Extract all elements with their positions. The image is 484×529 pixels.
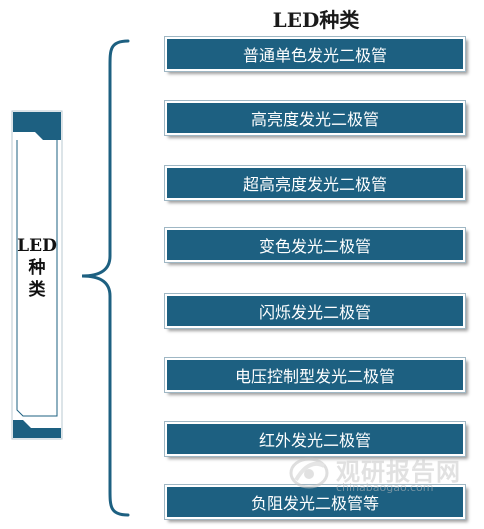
category-label-line-2: 种 xyxy=(28,258,46,278)
card-bottom-accent xyxy=(13,420,61,438)
led-type-item: 普通单色发光二极管 xyxy=(164,36,466,72)
led-type-item: 闪烁发光二极管 xyxy=(164,293,466,329)
category-label-line-1: LED xyxy=(17,236,57,256)
grouping-brace xyxy=(81,39,130,517)
card-frame xyxy=(11,110,63,440)
category-card: LED 种 类 xyxy=(11,110,63,440)
category-label-line-3: 类 xyxy=(28,280,46,300)
diagram-title: LED种类 xyxy=(272,8,360,32)
card-top-accent xyxy=(13,112,61,140)
led-type-item: 电压控制型发光二极管 xyxy=(164,357,466,393)
led-type-item: 变色发光二极管 xyxy=(164,227,466,263)
led-type-item: 超高亮度发光二极管 xyxy=(164,165,466,201)
led-type-item: 高亮度发光二极管 xyxy=(164,100,466,136)
led-type-item: 红外发光二极管 xyxy=(164,421,466,457)
category-label: LED 种 类 xyxy=(11,235,63,301)
led-type-item: 负阻发光二极管等 xyxy=(164,484,466,520)
